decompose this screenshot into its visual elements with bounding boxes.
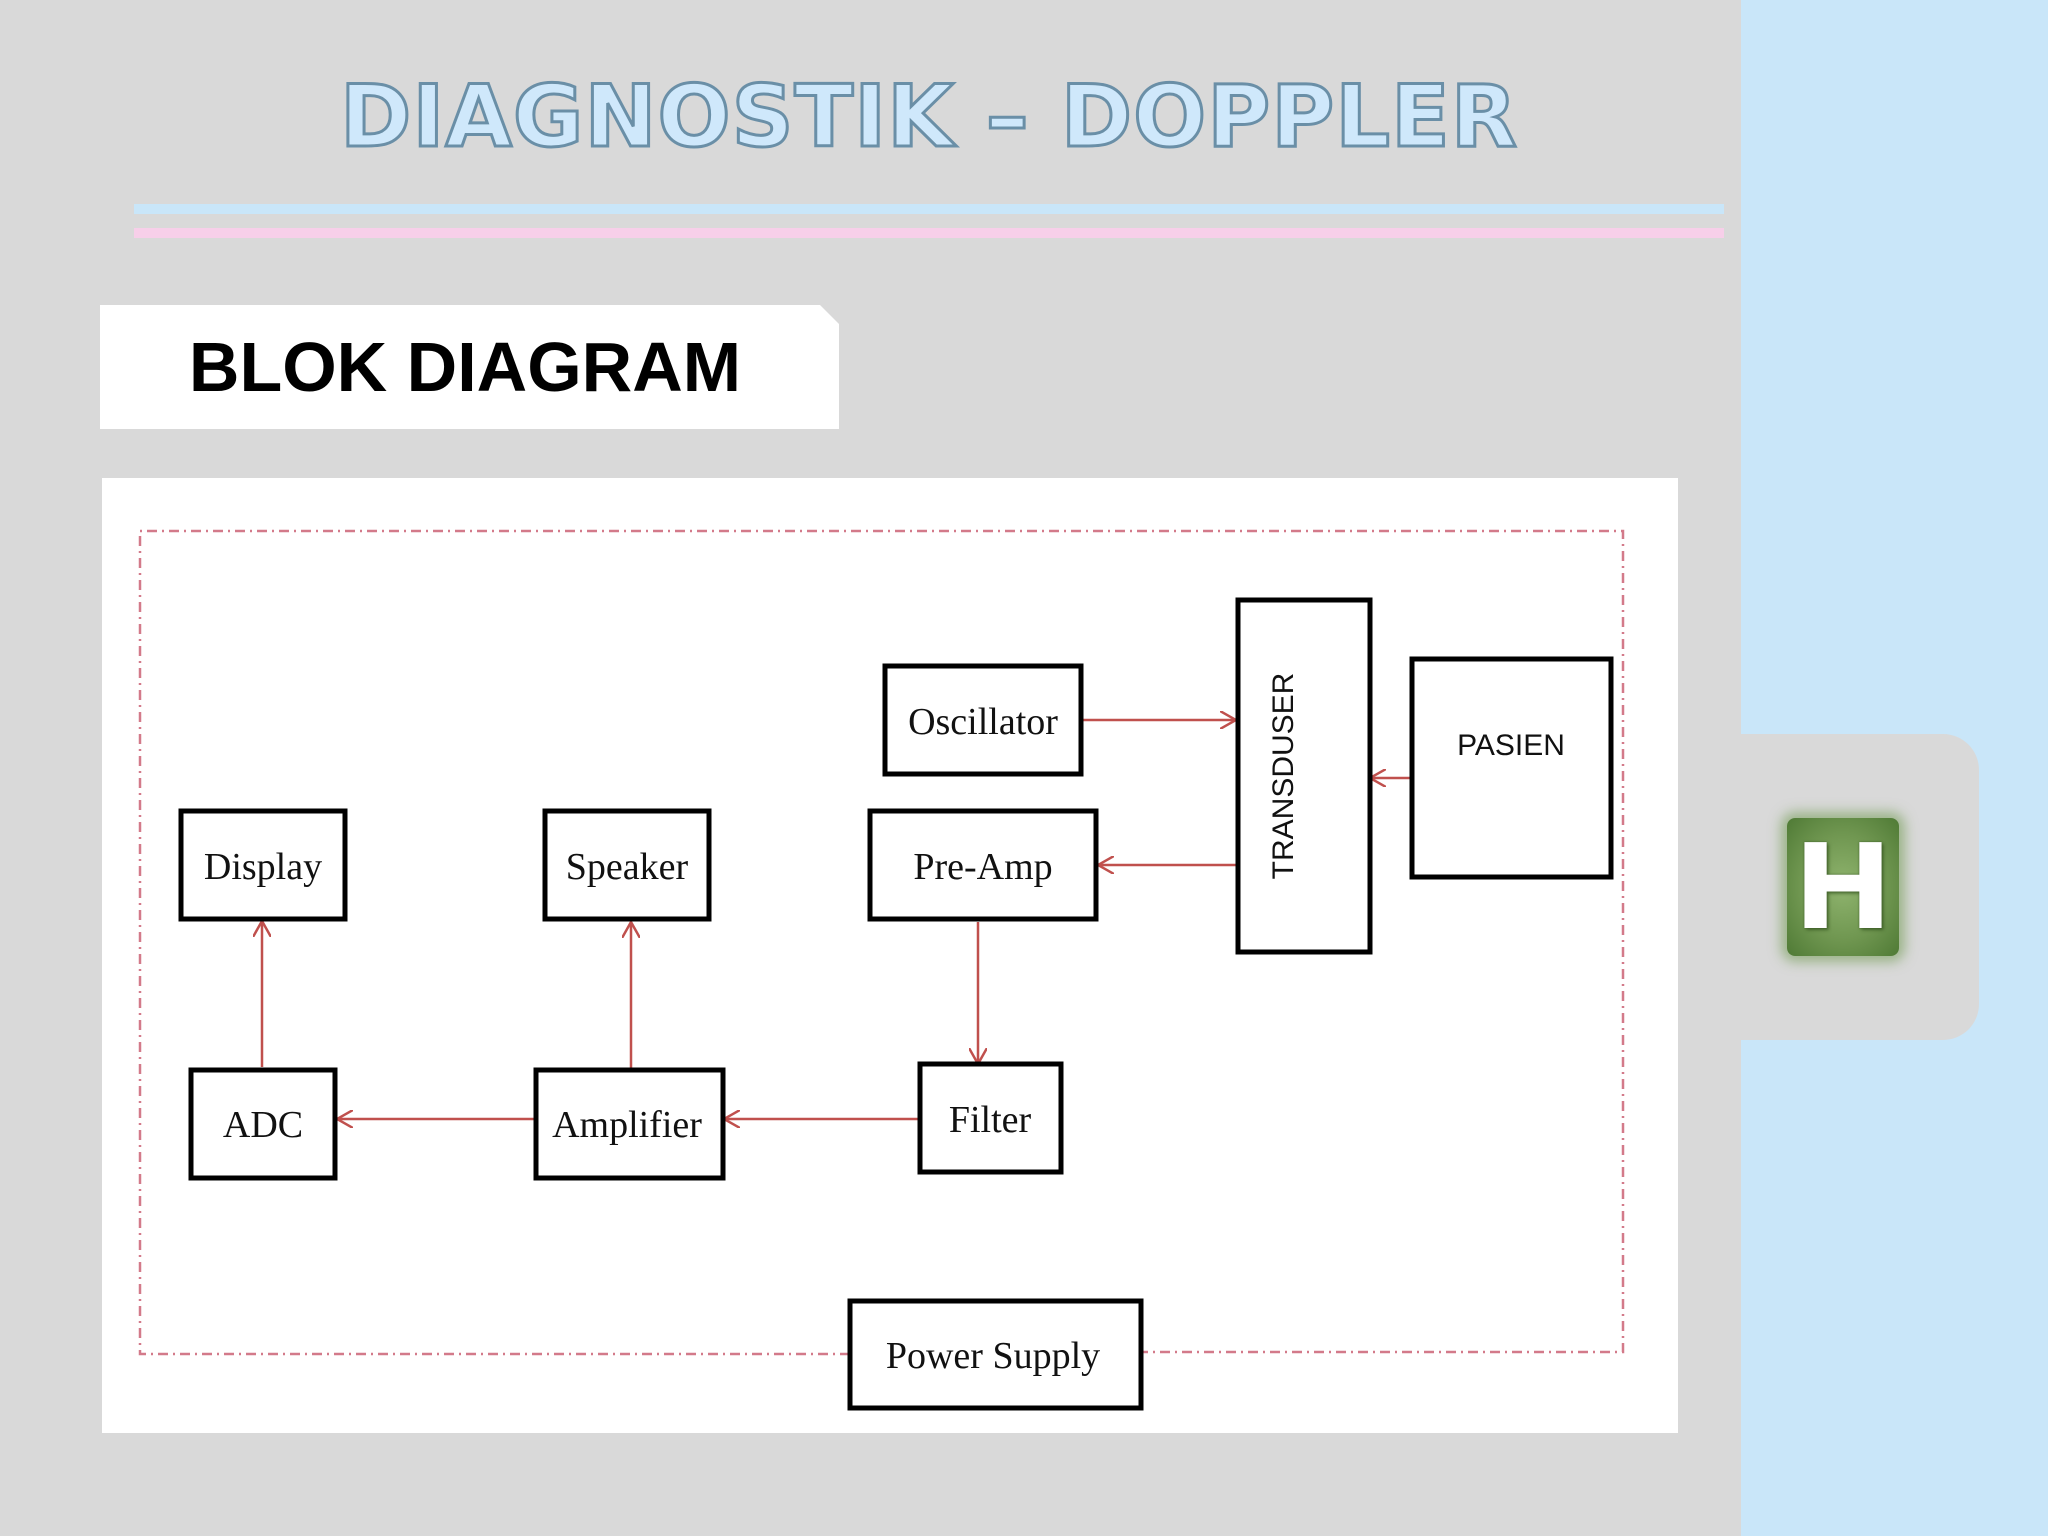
block-pasien: PASIEN: [1409, 656, 1614, 880]
logo-badge: H: [1787, 818, 1899, 956]
block-oscillator-label: Oscillator: [908, 701, 1058, 743]
block-preamp-label: Pre-Amp: [913, 846, 1052, 888]
block-transduser-label: TRANSDUSER: [1267, 673, 1300, 880]
block-speaker-label: Speaker: [566, 846, 689, 888]
block-adc: ADC: [188, 1067, 338, 1181]
block-display: Display: [178, 808, 348, 922]
logo-letter: H: [1793, 818, 1893, 956]
block-filter-label: Filter: [949, 1099, 1032, 1141]
block-power-supply: Power Supply: [847, 1298, 1144, 1411]
section-label-box: BLOK DIAGRAM: [100, 305, 839, 429]
block-preamp: Pre-Amp: [867, 808, 1099, 922]
block-filter: Filter: [917, 1061, 1064, 1175]
section-label: BLOK DIAGRAM: [188, 328, 742, 406]
block-diagram-svg: Oscillator TRANSDUSER PASIEN Display Spe…: [138, 529, 1625, 1411]
block-transduser: TRANSDUSER: [1235, 597, 1373, 955]
title-rule-blue: [134, 204, 1724, 214]
block-oscillator: Oscillator: [882, 663, 1084, 777]
block-display-label: Display: [204, 846, 322, 888]
block-amplifier: Amplifier: [533, 1067, 726, 1181]
block-power-supply-label: Power Supply: [886, 1335, 1100, 1377]
block-speaker: Speaker: [542, 808, 712, 922]
block-amplifier-label: Amplifier: [552, 1104, 702, 1146]
system-boundary: [138, 529, 1625, 1356]
block-pasien-label: PASIEN: [1457, 729, 1565, 762]
slide-title: DIAGNOSTIK – DOPPLER: [338, 67, 1519, 167]
block-diagram: Oscillator TRANSDUSER PASIEN Display Spe…: [102, 478, 1678, 1433]
title-rule-pink: [134, 228, 1724, 238]
block-adc-label: ADC: [223, 1104, 303, 1146]
